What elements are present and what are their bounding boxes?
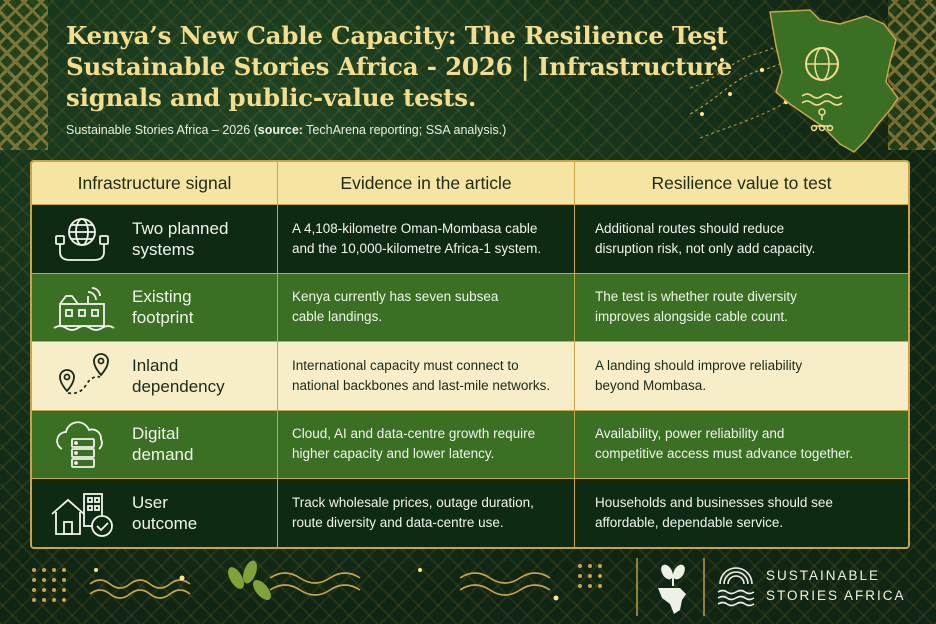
resilience-cell: A landing should improve reliability bey… bbox=[575, 342, 908, 410]
table-header-row: Infrastructure signal Evidence in the ar… bbox=[32, 162, 908, 204]
column-header-resilience: Resilience value to test bbox=[651, 172, 832, 193]
signal-label: Two planned systems bbox=[132, 218, 229, 259]
page-title-line-2: Sustainable Stories Africa - 2026 | Infr… bbox=[66, 52, 732, 81]
page-title-line-3: signals and public-value tests. bbox=[66, 83, 477, 112]
home-building-check-icon bbox=[51, 492, 113, 537]
infrastructure-signal-table: Infrastructure signal Evidence in the ar… bbox=[30, 160, 910, 549]
africa-plant-logo-icon bbox=[658, 564, 686, 614]
resilience-cell: Availability, power reliability and comp… bbox=[575, 411, 908, 479]
source-prefix: Sustainable Stories Africa – 2026 ( bbox=[66, 123, 258, 137]
evidence-cell: A 4,108-kilometre Oman-Mombasa cable and… bbox=[278, 205, 575, 273]
brand-divider bbox=[703, 558, 705, 616]
signal-label: Digital demand bbox=[132, 424, 194, 465]
table-row: Digital demand Cloud, AI and data-centre… bbox=[32, 409, 908, 479]
evidence-cell: Kenya currently has seven subsea cable l… bbox=[278, 273, 575, 341]
map-route-pins-icon bbox=[59, 352, 109, 394]
resilience-text: Households and businesses should see aff… bbox=[595, 494, 833, 530]
cloud-server-icon bbox=[56, 421, 103, 469]
evidence-text: Track wholesale prices, outage duration,… bbox=[292, 494, 534, 530]
resilience-text: The test is whether route diversity impr… bbox=[595, 289, 797, 325]
table-row: Existing footprint Kenya currently has s… bbox=[32, 272, 908, 342]
right-pattern-strip bbox=[888, 0, 936, 150]
decorative-footer-pattern bbox=[32, 560, 602, 602]
column-header-evidence: Evidence in the article bbox=[278, 162, 575, 204]
kenya-outline bbox=[769, 9, 899, 153]
signal-cell: User outcome bbox=[32, 479, 278, 547]
kenya-map-illustration bbox=[690, 9, 899, 153]
evidence-text: International capacity must connect to n… bbox=[292, 357, 551, 393]
dot-grid-decoration-right bbox=[578, 564, 602, 588]
left-pattern-strip bbox=[0, 0, 48, 150]
sunrise-waves-logo-icon bbox=[717, 567, 755, 607]
resilience-cell: Additional routes should reduce disrupti… bbox=[575, 205, 908, 273]
signal-cell: Existing footprint bbox=[32, 273, 278, 341]
signal-cell: Inland dependency bbox=[32, 342, 278, 410]
signal-label: User outcome bbox=[132, 492, 198, 533]
resilience-cell: The test is whether route diversity impr… bbox=[575, 274, 908, 342]
page-footer: SUSTAINABLE STORIES AFRICA bbox=[0, 548, 936, 624]
signal-cell: Digital demand bbox=[32, 410, 278, 478]
source-line: Sustainable Stories Africa – 2026 (sourc… bbox=[66, 123, 746, 137]
page-header: Kenya’s New Cable Capacity: The Resilien… bbox=[66, 20, 746, 137]
evidence-text: Cloud, AI and data-centre growth require… bbox=[292, 426, 536, 462]
resilience-text: A landing should improve reliability bey… bbox=[595, 357, 803, 393]
evidence-cell: Track wholesale prices, outage duration,… bbox=[278, 479, 575, 547]
signal-cell: Two planned systems bbox=[32, 205, 278, 273]
network-node-icon bbox=[810, 108, 834, 132]
dot-grid-decoration bbox=[32, 568, 66, 602]
table-row: User outcome Track wholesale prices, out… bbox=[32, 478, 908, 547]
evidence-cell: International capacity must connect to n… bbox=[278, 342, 575, 410]
source-label: source: bbox=[257, 123, 303, 137]
evidence-text: Kenya currently has seven subsea cable l… bbox=[292, 289, 499, 325]
leaf-decoration bbox=[228, 560, 271, 600]
cable-landing-station-icon bbox=[53, 287, 115, 332]
resilience-cell: Households and businesses should see aff… bbox=[575, 479, 908, 547]
globe-network-icon bbox=[55, 217, 109, 261]
brand-divider bbox=[636, 558, 638, 616]
signal-label: Existing footprint bbox=[132, 287, 194, 328]
signal-label: Inland dependency bbox=[132, 355, 225, 396]
resilience-text: Additional routes should reduce disrupti… bbox=[595, 220, 816, 256]
brand-name: SUSTAINABLE STORIES AFRICA bbox=[766, 568, 906, 603]
table-row: Two planned systems A 4,108-kilometre Om… bbox=[32, 204, 908, 273]
page-title-line-1: Kenya’s New Cable Capacity: The Resilien… bbox=[66, 21, 728, 50]
table-row: Inland dependency International capacity… bbox=[32, 341, 908, 410]
resilience-text: Availability, power reliability and comp… bbox=[595, 426, 854, 462]
evidence-text: A 4,108-kilometre Oman-Mombasa cable and… bbox=[292, 220, 542, 256]
evidence-cell: Cloud, AI and data-centre growth require… bbox=[278, 410, 575, 478]
column-header-signal: Infrastructure signal bbox=[32, 162, 278, 204]
source-suffix: TechArena reporting; SSA analysis.) bbox=[302, 123, 507, 137]
